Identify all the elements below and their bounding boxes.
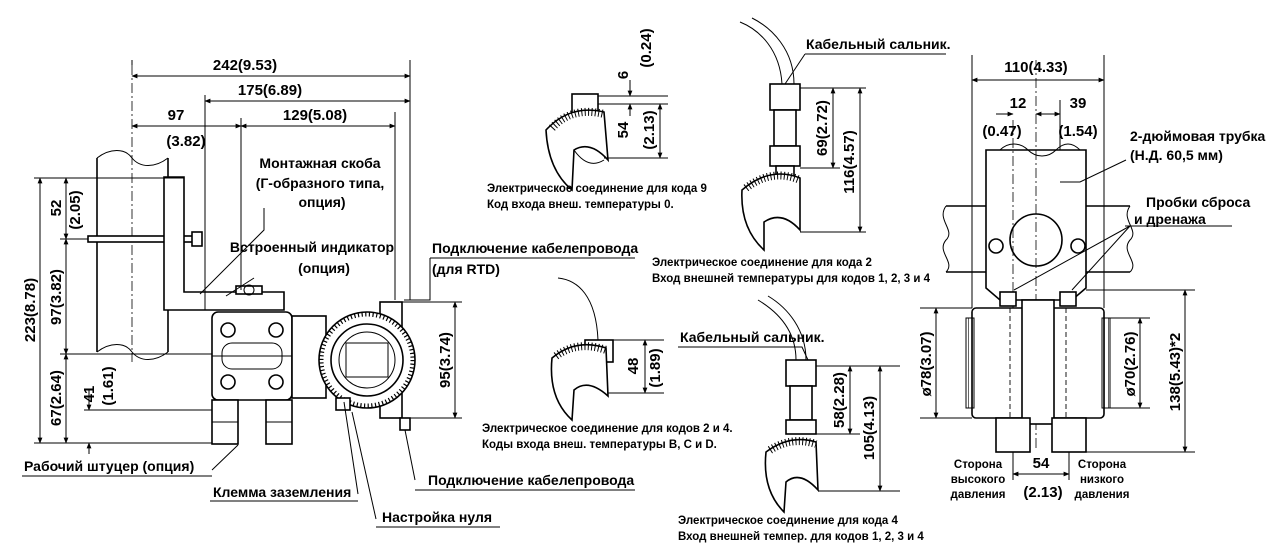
dim-height-52-inch: (2.05) [67, 190, 84, 229]
detail-code-4: 58(2.28) 105(4.13) Кабельный сальник. Эл… [678, 295, 924, 543]
label-ground-terminal: Клемма заземления [213, 484, 351, 500]
label-cable-gland-2: Кабельный сальник. [806, 36, 951, 52]
dim-12: 12 [1010, 95, 1027, 112]
dim-height-97: 97(3.82) [48, 269, 65, 325]
dim-height-41: 41 [81, 386, 98, 403]
label-vent-line2: и дренажа [1134, 211, 1206, 227]
caption-code2-line2: Вход внешней температуры для кодов 1, 2,… [652, 273, 931, 285]
dim-height-41-inch: (1.61) [100, 366, 117, 405]
dim-69: 69(2.72) [814, 100, 831, 156]
label-low-side-3: давления [1075, 489, 1130, 501]
dim-48: 48 [625, 358, 642, 375]
dim-54-inch: (2.13) [641, 110, 658, 149]
label-high-side-2: высокого [951, 474, 1006, 486]
label-bracket-line2: (Г-образного типа, [256, 175, 385, 191]
transmitter-body [211, 311, 293, 445]
label-high-side-3: давления [951, 489, 1006, 501]
dim-height-223: 223(8.78) [22, 278, 39, 342]
dim-54: 54 [615, 121, 632, 138]
left-side-view: 242(9.53) 175(6.89) 97 (3.82) 129(5.08) … [22, 57, 638, 528]
mounting-pipe [96, 65, 169, 362]
label-conduit-rtd-line2: (для RTD) [432, 261, 500, 277]
label-conduit-rtd-line1: Подключение кабелепровода [432, 240, 638, 256]
right-front-view: 110(4.33) 12 (0.47) 39 (1.54) 2-дюймовая… [918, 55, 1266, 501]
dim-width-total: 242(9.53) [213, 57, 277, 74]
caption-code4-line2: Вход внешней темпер. для кодов 1, 2, 3 и… [678, 531, 924, 543]
caption-code2-line1: Электрическое соединение для кода 2 [652, 257, 872, 269]
dim-height-95: 95(3.74) [437, 332, 454, 388]
dim-width-mid: 175(6.89) [238, 82, 302, 99]
label-pipe-line1: 2-дюймовая трубка [1130, 128, 1266, 144]
label-vent-line1: Пробки сброса [1146, 194, 1250, 210]
left-leaders [199, 208, 431, 520]
dim-diameter-70: ø70(2.76) [1122, 331, 1139, 396]
label-bracket-line1: Монтажная скоба [259, 155, 380, 171]
amplifier-housing [291, 301, 416, 431]
dim-width-97-inch: (3.82) [166, 133, 205, 150]
dim-58: 58(2.28) [831, 372, 848, 428]
caption-code24-line2: Коды входа внеш. температуры B, C и D. [482, 439, 717, 451]
detail-code-2: 69(2.72) 116(4.57) Кабельный сальник. Эл… [652, 17, 951, 285]
dim-6: 6 [615, 71, 632, 79]
dim-54-front: 54 [1033, 455, 1050, 472]
label-zero-adjustment: Настройка нуля [382, 509, 492, 525]
label-pipe-line2: (Н.Д. 60,5 мм) [1130, 147, 1223, 163]
l-bracket [163, 176, 285, 311]
label-bracket-line3: опция) [298, 194, 345, 210]
dim-39-inch: (1.54) [1058, 123, 1097, 140]
dim-width-97: 97 [168, 107, 185, 124]
dim-105: 105(4.13) [861, 396, 878, 460]
label-indicator-line1: Встроенный индикатор [230, 239, 394, 255]
dim-110: 110(4.33) [1004, 59, 1067, 76]
label-conduit-connection: Подключение кабелепровода [428, 472, 634, 488]
caption-code4-line1: Электрическое соединение для кода 4 [678, 515, 898, 527]
caption-code24-line1: Электрическое соединение для кодов 2 и 4… [482, 423, 733, 435]
label-process-connection: Рабочий штуцер (опция) [24, 458, 194, 474]
dim-39: 39 [1070, 95, 1087, 112]
detail-code-9: 6 (0.24) 54 (2.13) Электрическое соедине… [487, 28, 707, 211]
label-low-side-1: Сторона [1078, 459, 1127, 471]
dim-diameter-78: ø78(3.07) [918, 331, 935, 396]
dim-48-inch: (1.89) [647, 348, 664, 387]
dim-height-52: 52 [48, 200, 65, 217]
dim-height-67: 67(2.64) [48, 370, 65, 426]
dim-116: 116(4.57) [841, 130, 858, 193]
label-indicator-line2: (опция) [298, 260, 350, 276]
dim-138: 138(5.43)*2 [1167, 333, 1184, 411]
dim-12-inch: (0.47) [982, 123, 1021, 140]
dim-6-inch: (0.24) [638, 28, 655, 67]
label-high-side-1: Сторона [954, 459, 1003, 471]
left-dimensions [34, 60, 462, 454]
caption-code9-line2: Код входа внеш. температуры 0. [487, 199, 674, 211]
caption-code9-line1: Электрическое соединение для кода 9 [487, 183, 707, 195]
label-low-side-2: низкого [1080, 474, 1124, 486]
dim-width-129: 129(5.08) [283, 107, 347, 124]
dim-54-front-inch: (2.13) [1023, 484, 1062, 501]
label-cable-gland-4: Кабельный сальник. [680, 329, 825, 345]
detail-code-2-4: 48 (1.89) Электрическое соединение для к… [482, 277, 733, 451]
